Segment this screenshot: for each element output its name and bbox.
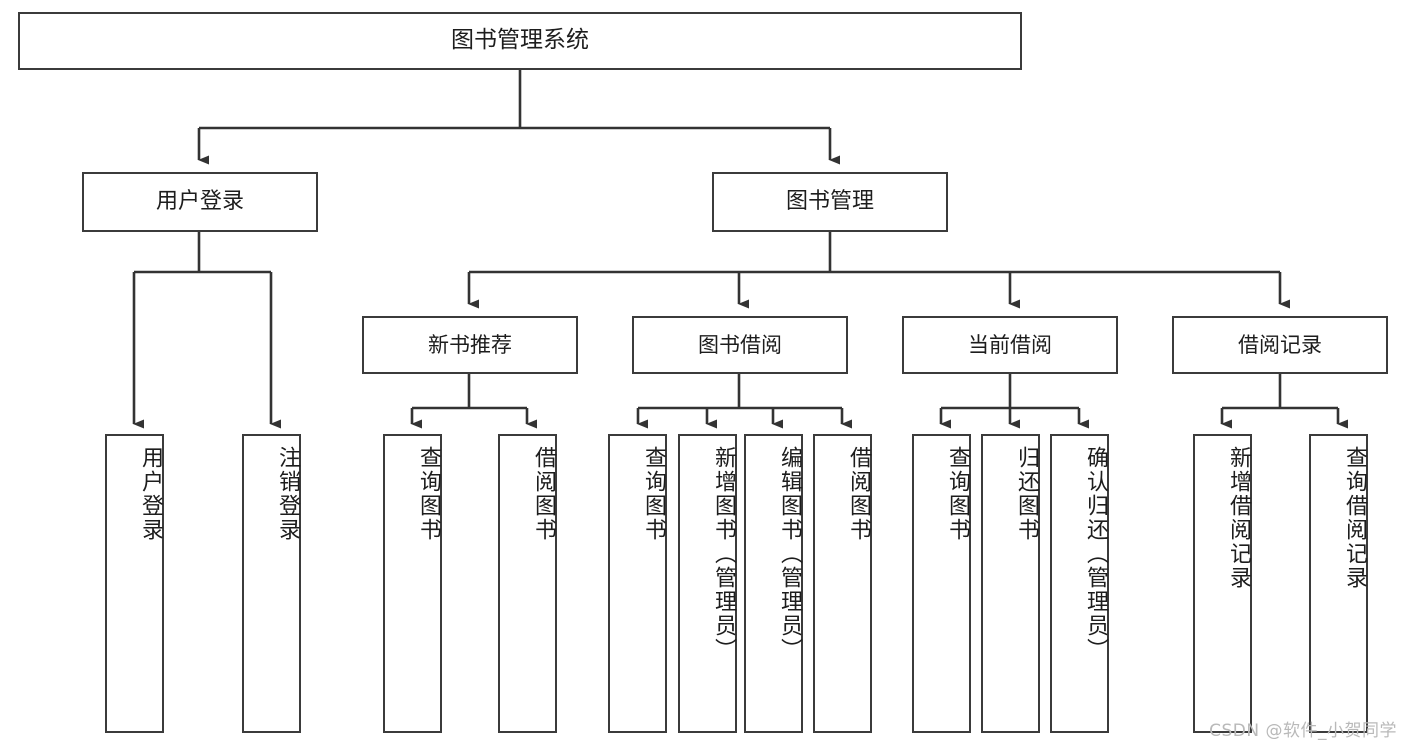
node-root[interactable]: 图书管理系统 — [18, 12, 1022, 70]
leaf-borrow-book-2-label: 借阅图书 — [846, 446, 871, 542]
leaf-confirm-return-label: 确认归还（管理员） — [1083, 446, 1108, 662]
leaf-add-record-label: 新增借阅记录 — [1226, 446, 1251, 590]
node-book-manage-label: 图书管理 — [785, 189, 874, 215]
node-user-login-label: 用户登录 — [155, 189, 244, 215]
leaf-borrow-book-2[interactable]: 借阅图书 — [813, 434, 872, 733]
node-borrow-record[interactable]: 借阅记录 — [1172, 316, 1388, 374]
node-root-label: 图书管理系统 — [451, 27, 589, 54]
leaf-add-book-label: 新增图书（管理员） — [711, 446, 736, 662]
node-book-manage[interactable]: 图书管理 — [712, 172, 948, 232]
leaf-user-login[interactable]: 用户登录 — [105, 434, 164, 733]
leaf-borrow-book-1[interactable]: 借阅图书 — [498, 434, 557, 733]
leaf-user-login-label: 用户登录 — [138, 446, 163, 542]
node-current-borrow[interactable]: 当前借阅 — [902, 316, 1118, 374]
leaf-query-book-2-label: 查询图书 — [641, 446, 666, 542]
leaf-query-book-1[interactable]: 查询图书 — [383, 434, 442, 733]
leaf-add-record[interactable]: 新增借阅记录 — [1193, 434, 1252, 733]
leaf-query-book-2[interactable]: 查询图书 — [608, 434, 667, 733]
leaf-query-book-3-label: 查询图书 — [945, 446, 970, 542]
node-book-borrow[interactable]: 图书借阅 — [632, 316, 848, 374]
leaf-logout[interactable]: 注销登录 — [242, 434, 301, 733]
node-borrow-record-label: 借阅记录 — [1238, 332, 1322, 357]
node-current-borrow-label: 当前借阅 — [968, 332, 1052, 357]
leaf-edit-book-label: 编辑图书（管理员） — [777, 446, 802, 662]
leaf-add-book[interactable]: 新增图书（管理员） — [678, 434, 737, 733]
node-user-login[interactable]: 用户登录 — [82, 172, 318, 232]
watermark: CSDN @软件_小贺同学 — [1209, 721, 1397, 741]
leaf-return-book-label: 归还图书 — [1014, 446, 1039, 542]
leaf-borrow-book-1-label: 借阅图书 — [531, 446, 556, 542]
node-book-borrow-label: 图书借阅 — [698, 332, 782, 357]
leaf-query-book-1-label: 查询图书 — [416, 446, 441, 542]
node-new-book-rec[interactable]: 新书推荐 — [362, 316, 578, 374]
leaf-logout-label: 注销登录 — [275, 446, 300, 542]
leaf-query-book-3[interactable]: 查询图书 — [912, 434, 971, 733]
leaf-confirm-return[interactable]: 确认归还（管理员） — [1050, 434, 1109, 733]
leaf-edit-book[interactable]: 编辑图书（管理员） — [744, 434, 803, 733]
node-new-book-rec-label: 新书推荐 — [428, 332, 512, 357]
leaf-query-record-label: 查询借阅记录 — [1342, 446, 1367, 590]
leaf-query-record[interactable]: 查询借阅记录 — [1309, 434, 1368, 733]
leaf-return-book[interactable]: 归还图书 — [981, 434, 1040, 733]
